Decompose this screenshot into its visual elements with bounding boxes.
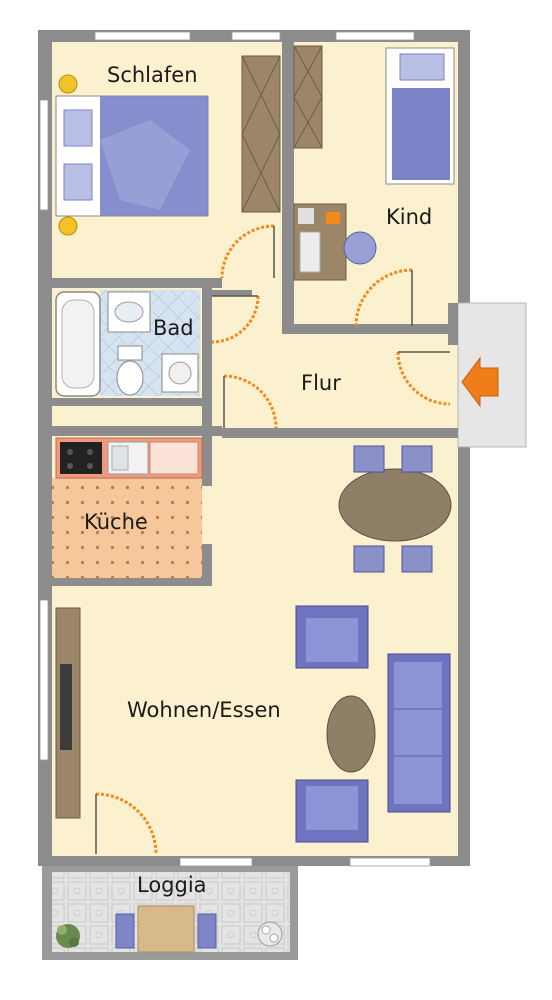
windows bbox=[39, 31, 431, 867]
room-label-kueche: Küche bbox=[84, 510, 148, 534]
armchair bbox=[295, 779, 369, 843]
room-label-loggia: Loggia bbox=[137, 873, 207, 897]
loggia-table bbox=[137, 905, 195, 953]
armchair bbox=[295, 605, 369, 669]
room-label-wohnen: Wohnen/Essen bbox=[127, 698, 281, 722]
bathtub bbox=[55, 291, 101, 397]
wardrobe bbox=[241, 55, 281, 213]
dining-chairs bbox=[353, 445, 433, 573]
single-bed bbox=[385, 47, 455, 185]
room-label-kind: Kind bbox=[386, 205, 433, 229]
plant-icon bbox=[56, 924, 80, 948]
interior-walls bbox=[52, 42, 458, 586]
room-label-bad: Bad bbox=[153, 316, 194, 340]
washing-machine bbox=[161, 353, 199, 393]
kitchen-counter bbox=[55, 437, 203, 479]
tv-cabinet bbox=[55, 607, 81, 819]
loggia-chair bbox=[115, 913, 135, 949]
door-leaves bbox=[95, 226, 450, 854]
wardrobe bbox=[293, 45, 323, 149]
lamp-icon bbox=[58, 74, 78, 236]
double-bed bbox=[55, 95, 209, 217]
room-label-flur: Flur bbox=[301, 371, 341, 395]
desk bbox=[293, 203, 377, 281]
kitchen-floor bbox=[52, 478, 202, 578]
room-label-schlafen: Schlafen bbox=[107, 63, 198, 87]
sink bbox=[107, 291, 151, 333]
toilet bbox=[116, 345, 144, 396]
loggia-chair bbox=[197, 913, 217, 949]
sofa bbox=[387, 653, 451, 813]
entry-arrow-icon bbox=[461, 356, 499, 408]
dining-table bbox=[338, 468, 452, 542]
plant-icon bbox=[257, 921, 283, 947]
coffee-table bbox=[326, 695, 376, 773]
door-swings bbox=[95, 224, 451, 855]
